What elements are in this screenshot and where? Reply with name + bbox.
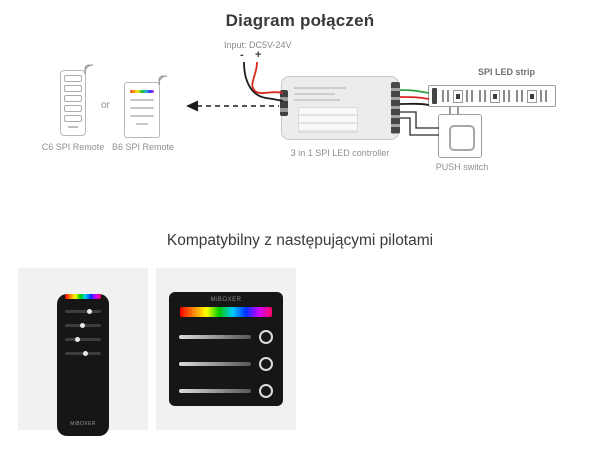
slider-knob — [259, 357, 273, 371]
slider-bar — [130, 107, 154, 109]
solder-pads — [516, 90, 524, 102]
led-controller-illustration — [280, 76, 400, 140]
remote-button — [64, 95, 82, 102]
led-chip — [453, 89, 463, 103]
brand-label: MiBOXER — [210, 297, 242, 303]
strip-connector — [432, 88, 437, 104]
slider-bar — [130, 115, 154, 117]
connection-diagram: Input: DC5V-24V - + C6 SPI Remote or — [0, 38, 600, 226]
page-title: Diagram połączeń — [225, 11, 375, 30]
polarity-plus-label: + — [255, 49, 262, 61]
wall-panel-image: MiBOXER — [169, 292, 283, 406]
remote-button — [64, 115, 82, 122]
controller-label: 3 in 1 SPI LED controller — [290, 148, 390, 158]
slider-track — [179, 362, 251, 366]
slider-knob — [80, 323, 86, 328]
strip-wire-green — [399, 89, 430, 94]
page: Diagram połączeń Input: DC5V-24V - + C6 … — [0, 11, 600, 436]
led-chip — [527, 89, 537, 103]
remote-button — [64, 85, 82, 92]
led-strip-segment — [516, 89, 548, 103]
pairing-arrow — [186, 100, 279, 112]
remote-button — [64, 105, 82, 112]
solder-pads — [540, 90, 548, 102]
solder-pads — [479, 90, 487, 102]
remote-logo-mark — [68, 126, 78, 128]
controller-input-terminal — [280, 90, 288, 116]
c6-remote-illustration — [60, 70, 86, 136]
panel-slider-row — [179, 384, 273, 398]
slider-track — [179, 335, 251, 339]
led-chip — [490, 89, 500, 103]
slider-track — [65, 337, 101, 342]
polarity-minus-label: - — [240, 49, 244, 61]
c6-remote-label: C6 SPI Remote — [41, 142, 105, 152]
solder-pads — [442, 90, 450, 102]
brand-label: MiBOXER — [70, 421, 96, 427]
push-switch-wire — [400, 111, 439, 129]
solder-pads — [466, 90, 474, 102]
or-label: or — [101, 100, 110, 111]
led-strip-illustration — [428, 85, 556, 107]
led-strip-segment — [442, 89, 474, 103]
push-switch-button — [449, 125, 475, 151]
wireless-signal-icon — [83, 64, 94, 74]
wireless-signal-icon — [157, 75, 168, 85]
color-wheel-bar — [65, 294, 101, 299]
solder-pads — [503, 90, 511, 102]
controller-label-area — [298, 107, 358, 133]
panel-slider-row — [179, 357, 273, 371]
product-gallery: MiBOXER MiBOXER — [0, 254, 600, 436]
slider-bar — [130, 99, 154, 101]
strip-wire-red — [399, 96, 430, 100]
remote-button — [64, 75, 82, 82]
slider-knob — [83, 351, 88, 356]
product-card-handheld-remote: MiBOXER — [18, 268, 148, 436]
input-voltage-label: Input: DC5V-24V — [224, 40, 292, 50]
slider-track — [179, 389, 251, 393]
product-card-wall-panel: MiBOXER — [156, 268, 296, 430]
push-switch-illustration — [438, 114, 482, 158]
input-positive-wire — [251, 61, 284, 94]
color-gradient-bar — [180, 307, 272, 317]
slider-knob — [259, 330, 273, 344]
slider-knob — [75, 337, 81, 342]
remote-logo-mark — [136, 123, 148, 125]
b6-remote-illustration — [124, 82, 160, 138]
slider-knob — [259, 384, 273, 398]
input-negative-wire — [243, 61, 284, 102]
controller-print-text — [294, 87, 346, 105]
slider-track — [65, 351, 101, 356]
handheld-remote-image: MiBOXER — [57, 294, 109, 436]
led-strip-segment — [479, 89, 511, 103]
push-switch-wire — [400, 117, 439, 136]
controller-output-terminal — [391, 82, 400, 134]
led-strip-label: SPI LED strip — [478, 67, 536, 77]
slider-track — [65, 323, 101, 328]
color-slider-bar — [130, 90, 154, 93]
slider-track — [65, 309, 101, 314]
b6-remote-label: B6 SPI Remote — [111, 142, 175, 152]
push-switch-label: PUSH switch — [435, 162, 489, 172]
compatibility-section-title: Kompatybilny z następującymi pilotami — [166, 232, 434, 249]
slider-knob — [86, 309, 92, 314]
strip-wire-black — [399, 102, 430, 106]
panel-slider-row — [179, 330, 273, 344]
